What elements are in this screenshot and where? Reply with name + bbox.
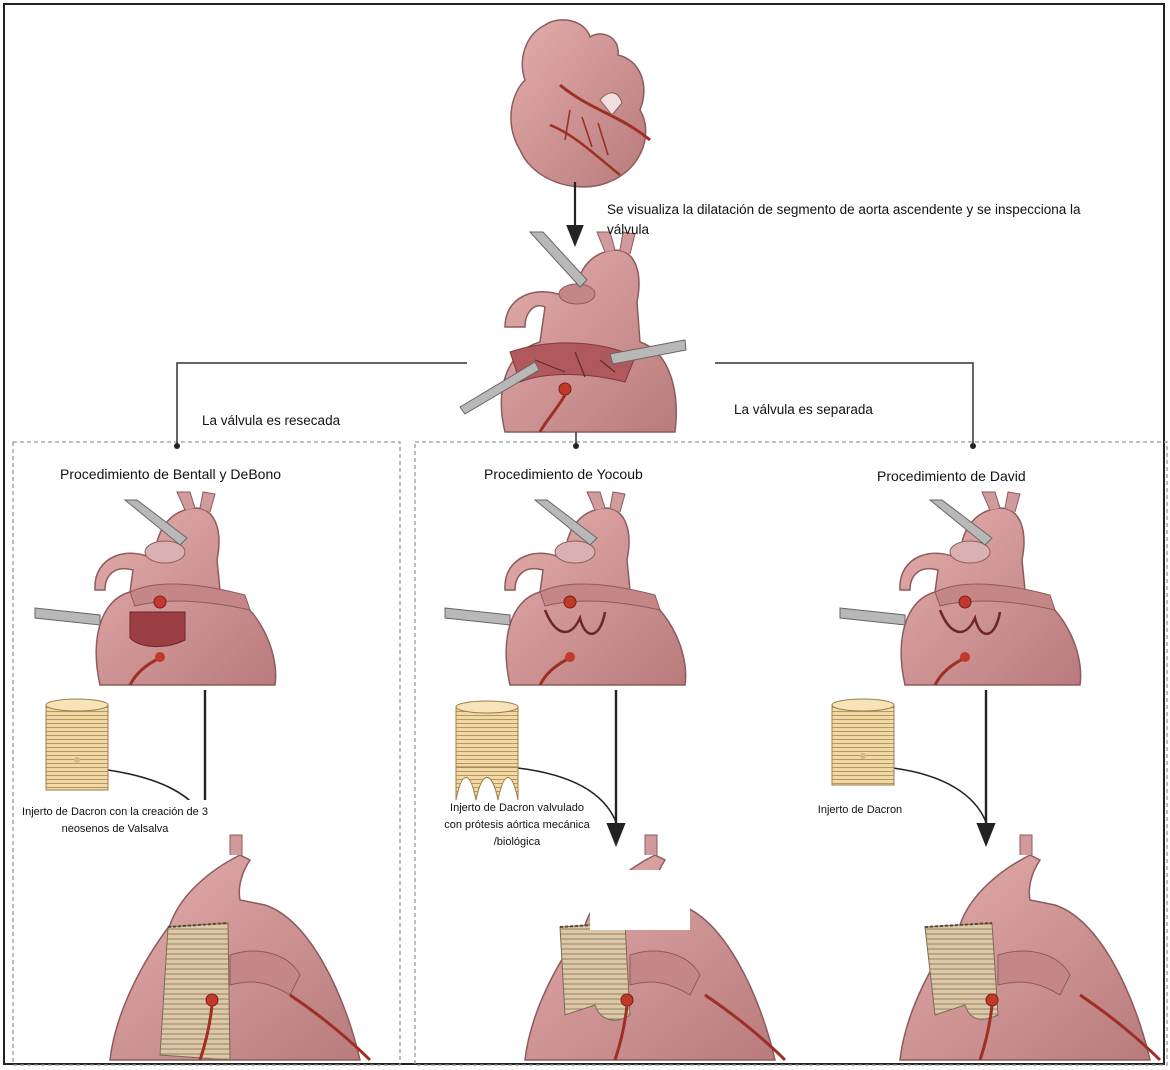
heart-open-aorta-icon bbox=[460, 232, 686, 432]
heart-intact-icon bbox=[511, 20, 650, 187]
heart-grafted-aorta-icon bbox=[110, 835, 370, 1060]
graft-caption-bentall: Injerto de Dacron con la creación de 3 n… bbox=[20, 800, 210, 840]
heart-exposed-valve-icon bbox=[445, 492, 686, 685]
procedure-title-david: Procedimiento de David bbox=[877, 466, 1026, 486]
dacron-graft-icon bbox=[46, 699, 108, 790]
graft-caption-david: Injerto de Dacron bbox=[800, 802, 920, 819]
dacron-graft-scalloped-icon bbox=[456, 701, 518, 800]
dacron-graft-icon bbox=[832, 699, 894, 785]
procedure-title-bentall: Procedimiento de Bentall y DeBono bbox=[60, 464, 281, 484]
branch-label-resected: La válvula es resecada bbox=[202, 411, 340, 431]
branch-label-separated: La válvula es separada bbox=[734, 400, 873, 420]
heart-exposed-valve-icon bbox=[840, 492, 1081, 685]
procedure-title-yocoub: Procedimiento de Yocoub bbox=[484, 464, 643, 484]
step-description: Se visualiza la dilatación de segmento d… bbox=[607, 200, 1107, 240]
heart-exposed-valve-icon bbox=[35, 492, 276, 685]
graft-caption-yocoub: Injerto de Dacron valvulado con prótesis… bbox=[442, 800, 592, 851]
heart-grafted-aorta-icon bbox=[525, 835, 785, 1060]
heart-grafted-aorta-icon bbox=[900, 835, 1160, 1060]
